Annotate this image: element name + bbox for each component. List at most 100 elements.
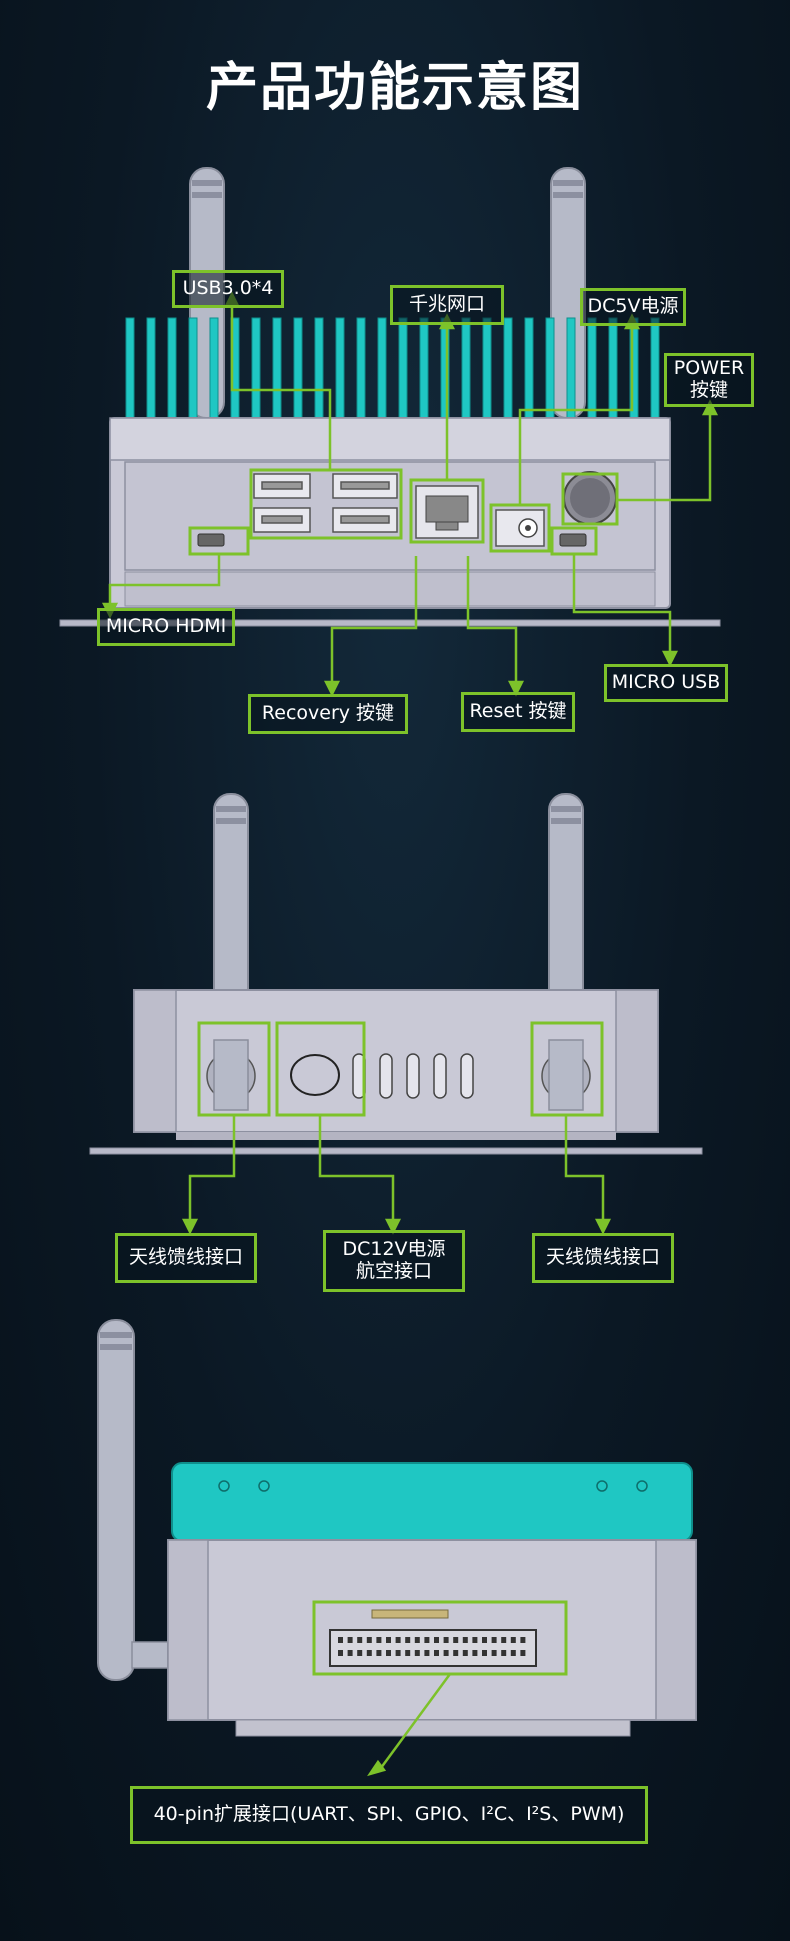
device-rear-view — [89, 793, 703, 1235]
label-power-button-line1: POWER — [673, 357, 745, 380]
heatsink-fin — [167, 317, 177, 419]
gpio-pin — [386, 1637, 391, 1643]
label-dc12v-power: DC12V电源 航空接口 — [323, 1230, 465, 1292]
gpio-pin — [472, 1650, 478, 1656]
gpio-pin — [482, 1637, 487, 1643]
gpio-pin — [347, 1637, 353, 1643]
callout-line — [367, 1673, 452, 1777]
gpio-pin — [405, 1650, 411, 1656]
device-side-view — [97, 1319, 697, 1777]
micro-hdmi-port — [197, 533, 225, 547]
antenna — [97, 1319, 171, 1681]
label-power-button-line2: 按键 — [689, 379, 728, 401]
gpio-pin — [510, 1650, 516, 1656]
label-micro-usb: MICRO USB — [604, 664, 728, 702]
heatsink-fin — [146, 317, 156, 419]
heatsink-fin — [251, 317, 261, 419]
heatsink-fin — [209, 317, 219, 419]
gpio-pin — [414, 1650, 420, 1656]
label-reset-button: Reset 按键 — [461, 692, 575, 732]
gpio-pin — [347, 1650, 353, 1656]
gpio-pin — [424, 1650, 430, 1656]
gpio-pin — [482, 1650, 487, 1656]
gold-pad — [371, 1609, 449, 1619]
heatsink-fin — [398, 317, 408, 419]
highlight-box — [312, 1600, 568, 1676]
gpio-pin — [453, 1637, 459, 1643]
heatsink-fin — [545, 317, 555, 419]
gpio-pins — [338, 1637, 526, 1656]
gpio-pin — [443, 1650, 449, 1656]
heatsink-fin — [272, 317, 282, 419]
gpio-pin — [376, 1650, 382, 1656]
label-dc12v-line2: 航空接口 — [355, 1260, 432, 1282]
heatsink-fin — [587, 317, 597, 419]
gpio-pin — [424, 1637, 430, 1643]
label-gpio-header: 40-pin扩展接口(UART、SPI、GPIO、I²C、I²S、PWM) — [130, 1786, 648, 1844]
heatsink-fin — [566, 317, 576, 419]
gpio-pin — [386, 1650, 391, 1656]
gpio-pin — [357, 1637, 363, 1643]
heatsink-fin — [419, 317, 429, 419]
device-front-view — [59, 167, 721, 697]
heatsink-fin — [524, 317, 534, 419]
gpio-pin — [395, 1637, 401, 1643]
heatsink-fin — [482, 317, 492, 419]
gpio-pin — [357, 1650, 363, 1656]
label-recovery-button: Recovery 按键 — [248, 694, 408, 734]
gpio-pin — [338, 1637, 343, 1643]
heatsink-fin — [377, 317, 387, 419]
gpio-pin — [414, 1637, 420, 1643]
gpio-pin — [462, 1650, 468, 1656]
label-usb30: USB3.0*4 — [172, 270, 284, 308]
heatsink-fin — [125, 317, 135, 419]
heatsink-fin — [188, 317, 198, 419]
gpio-pin — [405, 1637, 411, 1643]
gpio-pin — [520, 1637, 526, 1643]
gpio-header — [329, 1629, 537, 1667]
page-title: 产品功能示意图 — [205, 58, 584, 118]
label-dc12v-line1: DC12V电源 — [342, 1238, 446, 1261]
label-micro-hdmi: MICRO HDMI — [97, 608, 235, 646]
gpio-pin — [338, 1650, 343, 1656]
heatsink-fin — [335, 317, 345, 419]
gpio-pin — [434, 1650, 439, 1656]
heatsink-fin — [650, 317, 660, 419]
heatsink-fin — [314, 317, 324, 419]
usb-ports — [253, 473, 398, 533]
heatsink-fin — [293, 317, 303, 419]
heatsink-fin — [608, 317, 618, 419]
gpio-pin — [366, 1637, 372, 1643]
gpio-pin — [443, 1637, 449, 1643]
aviation-connector — [290, 1054, 340, 1096]
label-power-button: POWER 按键 — [664, 353, 754, 407]
heatsink-top — [171, 1462, 693, 1542]
heatsink-fin — [461, 317, 471, 419]
gpio-pin — [366, 1650, 372, 1656]
gpio-pin — [501, 1637, 507, 1643]
gpio-pin — [510, 1637, 516, 1643]
gpio-pin — [395, 1650, 401, 1656]
label-antenna-left: 天线馈线接口 — [115, 1233, 257, 1283]
gpio-pin — [520, 1650, 526, 1656]
ethernet-port — [415, 485, 479, 539]
heatsink-fin — [503, 317, 513, 419]
dc-jack — [495, 509, 545, 547]
gpio-pin — [376, 1637, 382, 1643]
gpio-pin — [491, 1650, 497, 1656]
gpio-pin — [462, 1637, 468, 1643]
vent-slots — [352, 1053, 474, 1099]
callout-lines — [181, 1115, 612, 1235]
heatsink-fin — [356, 317, 366, 419]
gpio-pin — [501, 1650, 507, 1656]
gpio-pin — [453, 1650, 459, 1656]
label-antenna-right: 天线馈线接口 — [532, 1233, 674, 1283]
power-button-shape — [563, 471, 617, 525]
gpio-pin — [491, 1637, 497, 1643]
highlight-boxes — [188, 468, 619, 556]
micro-usb-port — [559, 533, 587, 547]
label-gigabit-port: 千兆网口 — [390, 285, 504, 325]
gpio-pin — [434, 1637, 439, 1643]
label-dc5v-power: DC5V电源 — [580, 288, 686, 326]
heatsink-fins — [125, 317, 660, 419]
